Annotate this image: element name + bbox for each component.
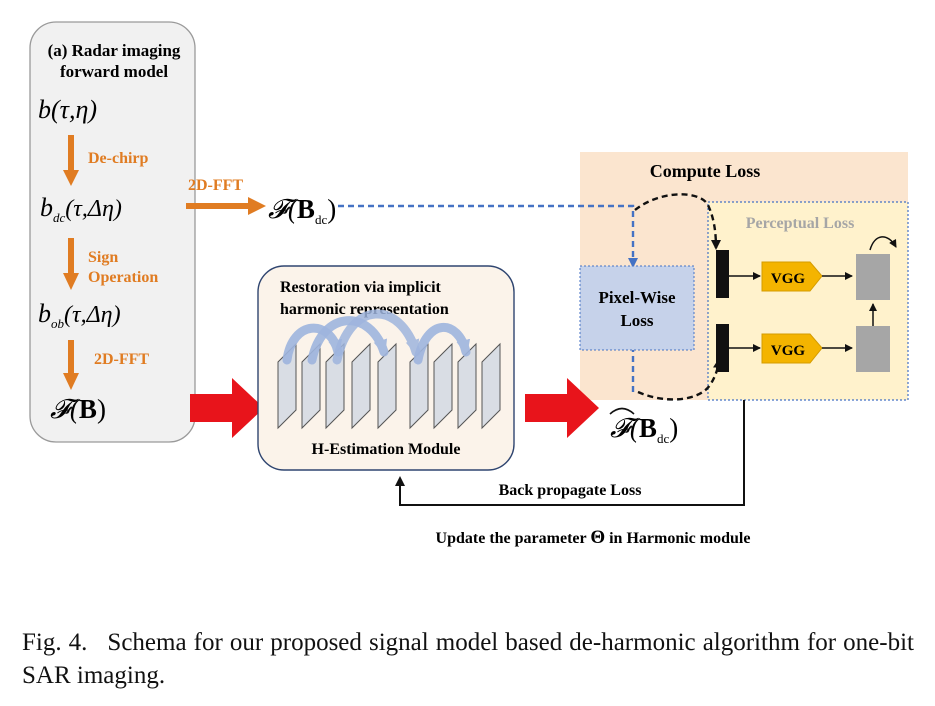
pixel-loss-line2: Loss xyxy=(620,311,653,330)
signal-b-dc: bdc(τ,Δη) xyxy=(40,193,122,225)
perceptual-loss-title: Perceptual Loss xyxy=(746,215,855,232)
hat-accent xyxy=(609,407,635,415)
pixel-wise-loss-box: Pixel-Wise Loss xyxy=(579,265,695,351)
fft-arrow-head xyxy=(63,373,79,390)
figure-label: Fig. 4. xyxy=(22,629,88,656)
sign-label-line1: Sign xyxy=(88,249,118,266)
forward-model-title-line2: forward model xyxy=(60,62,168,81)
forward-model-panel: (a) Radar imaging forward model b(τ,η) D… xyxy=(29,21,196,443)
gt-to-pixel-loss-connector xyxy=(338,204,638,268)
vgg-block-top xyxy=(761,261,823,292)
vgg-block-bottom xyxy=(761,333,823,364)
red-arrow-output xyxy=(525,378,599,438)
pixel-loss-line1: Pixel-Wise xyxy=(598,288,676,307)
feature-compare-curve xyxy=(869,236,897,251)
fourier-b-dc-estimate: 𝓕(Bdc) xyxy=(610,413,678,446)
back-propagate-label: Back propagate Loss xyxy=(499,482,642,499)
gt-to-perceptual-connector xyxy=(634,193,721,250)
fft-label-left: 2D-FFT xyxy=(94,351,149,368)
feature-block-top xyxy=(716,250,729,298)
forward-model-title-line1: (a) Radar imaging xyxy=(48,41,181,60)
feature-map-bottom xyxy=(856,326,890,372)
feature-block-bottom xyxy=(716,324,729,372)
vgg-label-bottom: VGG xyxy=(771,343,806,359)
restoration-module: Restoration via implicit harmonic repres… xyxy=(257,265,515,471)
dechirp-arrow-head xyxy=(63,170,79,186)
fourier-b: 𝓕(B) xyxy=(50,394,106,424)
caption-text: Schema for our proposed signal model bas… xyxy=(22,629,914,689)
h-estimation-label: H-Estimation Module xyxy=(312,441,461,458)
restoration-title-line1: Restoration via implicit xyxy=(280,279,442,296)
diagram-canvas: (a) Radar imaging forward model b(τ,η) D… xyxy=(29,21,909,548)
red-arrow-input xyxy=(190,378,264,438)
fourier-b-dc: 𝓕(Bdc) xyxy=(268,194,336,227)
signal-b: b(τ,η) xyxy=(38,95,97,124)
figure-caption: Fig. 4.Schema for our proposed signal mo… xyxy=(22,626,914,692)
back-propagation-connector xyxy=(395,400,745,506)
feature-map-top xyxy=(856,254,890,300)
vgg-label-top: VGG xyxy=(771,271,806,287)
sign-arrow-shaft xyxy=(68,238,74,274)
fft-top-branch: 2D-FFT 𝓕(Bdc) xyxy=(186,177,336,227)
fft-top-arrow-head xyxy=(248,197,266,215)
dechirp-arrow-shaft xyxy=(68,135,74,171)
fft-label-top: 2D-FFT xyxy=(188,177,243,194)
fft-arrow-shaft xyxy=(68,340,74,374)
signal-b-ob: bob(τ,Δη) xyxy=(38,299,121,331)
sign-label-line2: Operation xyxy=(88,269,158,286)
dechirp-label: De-chirp xyxy=(88,150,149,167)
conv-layers xyxy=(277,342,501,430)
skip-connection-arcs xyxy=(282,309,471,365)
compute-loss-title: Compute Loss xyxy=(650,161,761,181)
sign-arrow-head xyxy=(63,273,79,290)
update-parameter-label: Update the parameter Θ in Harmonic modul… xyxy=(436,527,751,548)
perceptual-network: VGG VGG xyxy=(716,236,897,372)
restoration-title-line2: harmonic representation xyxy=(280,301,449,318)
